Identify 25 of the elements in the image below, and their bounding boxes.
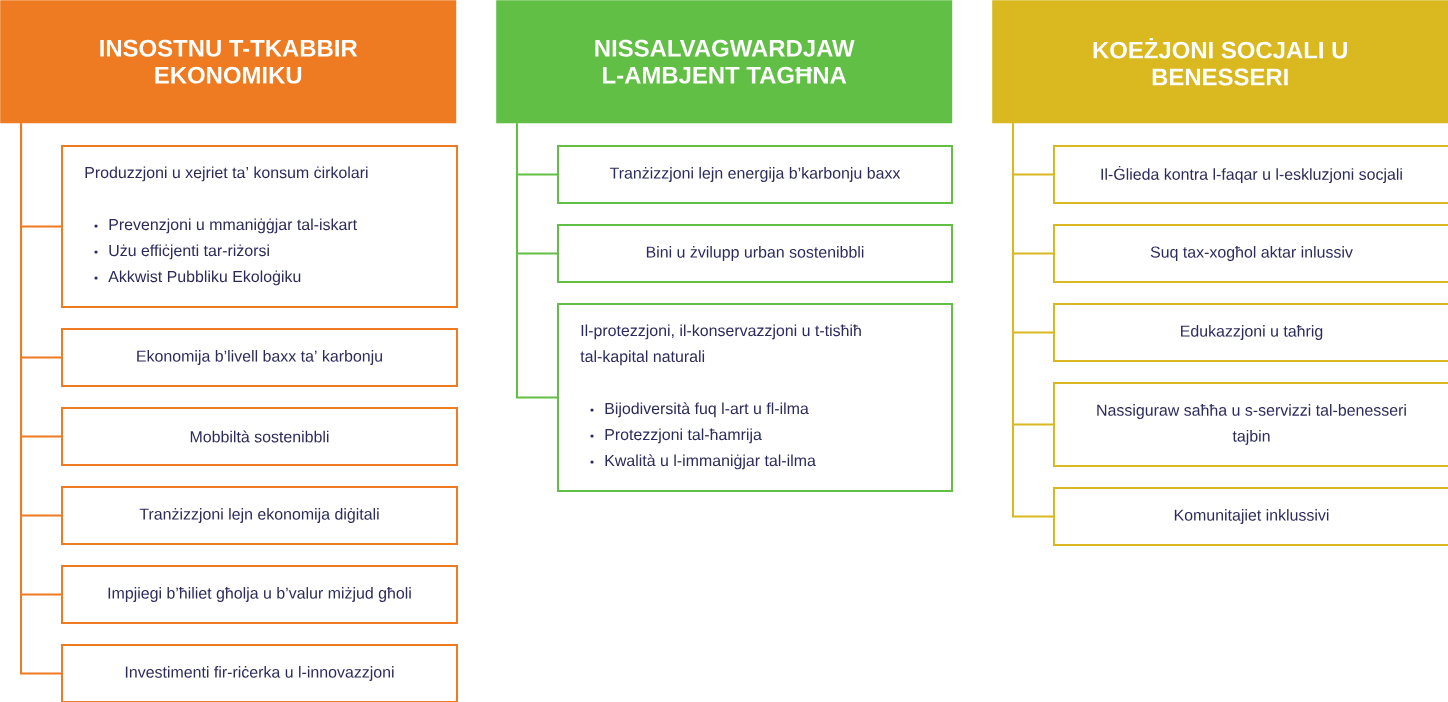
- topic-box: Tranżizzjoni lejn energija b’karbonju baxx: [557, 145, 953, 204]
- list-item: Akkwist Pubbliku Ekoloġiku: [108, 270, 301, 286]
- list-item: Protezzjoni tal-ħamrija: [605, 428, 762, 444]
- list-item: Użu effiċjenti tar-riżorsi: [109, 244, 269, 260]
- list-item: Kwalità u l-immaniġjar tal-ilma: [605, 454, 816, 470]
- topic-box: Bini u żvilupp urban sostenibbli: [557, 224, 953, 283]
- topic-box: Tranżizzjoni lejn ekonomija diġitali: [61, 486, 458, 545]
- topic-box: Ekonomija b’livell baxx ta’ karbonju: [61, 328, 458, 387]
- list-item: Bijodiversità fuq l-art u fl-ilma: [605, 402, 809, 418]
- connector-line: [1012, 122, 1054, 518]
- topic-box: Nassiguraw saħħa u s-servizzi tal-benesseri tajbin: [1053, 382, 1448, 467]
- topic-box: Investimenti fir-riċerka u l-innovazzjoni: [61, 644, 458, 702]
- connector-line: [516, 122, 558, 399]
- column-header: KOEŻJONI SOCJALI U BENESSERI: [992, 0, 1448, 124]
- topic-heading: Il-protezzjoni, il-konservazzjoni u t-tisħiħ tal-kapital naturali: [580, 324, 861, 366]
- column-header: NISSALVAGWARDJAW L-AMBJENT TAGĦNA: [496, 0, 953, 124]
- list-item: Prevenzjoni u mmaniġġjar tal-iskart: [109, 218, 357, 234]
- topic-box: Impjiegi b’ħiliet għolja u b’valur miżjud għoli: [61, 565, 458, 624]
- column-header: INSOSTNU T-TKABBIR EKONOMIKU: [0, 0, 457, 124]
- topic-box: Mobbiltà sostenibbli: [61, 407, 458, 466]
- topic-heading: Produzzjoni u xejriet ta’ konsum ċirkolari: [85, 166, 368, 182]
- topic-box: Komunitajiet inklussivi: [1053, 487, 1448, 546]
- topic-box: Edukazzjoni u taħrig: [1053, 303, 1448, 362]
- topic-box: Il-Ġlieda kontra l-faqar u l-eskluzjoni socjali: [1053, 145, 1448, 204]
- topic-box: Suq tax-xogħol aktar inlussiv: [1053, 224, 1448, 283]
